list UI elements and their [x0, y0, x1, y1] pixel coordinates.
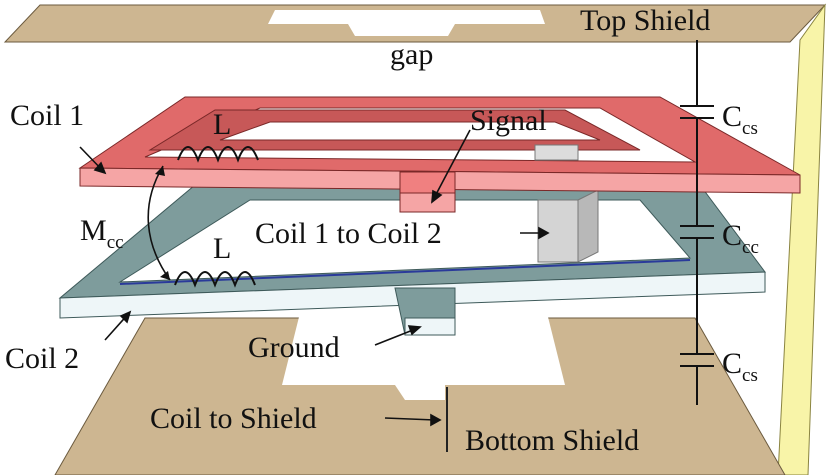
label-gap: gap [390, 38, 433, 71]
label-coil1-to-coil2: Coil 1 to Coil 2 [255, 217, 442, 250]
bottom-shield-hole-left [282, 305, 565, 400]
mutual-coupling-arrow [147, 165, 171, 281]
label-mutual-cc: Mcc [80, 214, 124, 253]
top-shield-gap [268, 10, 545, 36]
inductor-coil-2 [174, 271, 256, 288]
bottom-shield [54, 305, 786, 475]
label-coil-2: Coil 2 [5, 342, 79, 375]
inductor-coil-1 [177, 146, 259, 163]
label-top-shield: Top Shield [580, 4, 710, 37]
label-signal: Signal [470, 104, 547, 137]
top-shield [3, 4, 827, 43]
leader-arrows [79, 129, 550, 427]
label-cap-cc: Ccc [722, 219, 759, 258]
capacitor-chain [680, 40, 714, 405]
label-cap-cs-bottom: Ccs [722, 347, 758, 386]
label-inductor-top: L [213, 108, 231, 141]
label-ground: Ground [248, 331, 340, 364]
label-bottom-shield: Bottom Shield [465, 424, 639, 457]
label-cap-cs-top: Ccs [722, 100, 758, 139]
label-coil-to-shield: Coil to Shield [150, 402, 317, 435]
coil-1 [78, 96, 801, 213]
shield-side-wall [777, 3, 826, 475]
interlayer-via [537, 189, 599, 263]
label-inductor-bottom: L [213, 232, 231, 265]
label-coil-1: Coil 1 [10, 99, 84, 132]
